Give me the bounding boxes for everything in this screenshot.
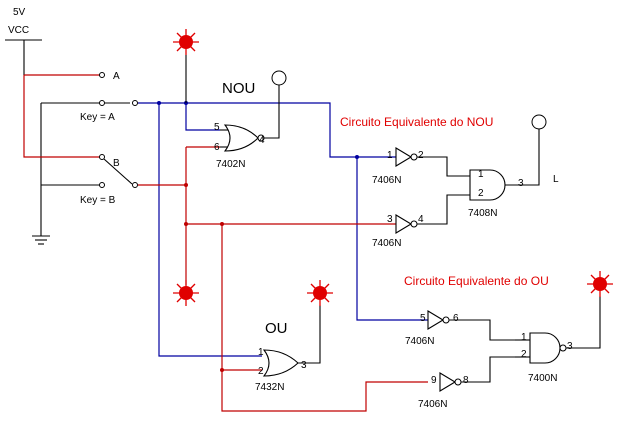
inverter-3: 5 6 7406N: [405, 310, 515, 347]
wires-signal-b: [138, 146, 428, 412]
inv4-pin-out: 8: [463, 375, 469, 386]
inv4-part: 7406N: [418, 399, 447, 410]
switch-b[interactable]: B Key = B: [23, 75, 138, 206]
vcc-name-label: VCC: [8, 25, 29, 36]
inverter-1: 1 2 7406N: [372, 147, 470, 186]
nand-pin-out: 3: [567, 341, 573, 352]
wires-signal-a: [138, 101, 428, 357]
nor-pin-out: 4: [259, 135, 265, 146]
inv1-pin-in: 1: [387, 150, 393, 161]
switch-b-key: Key = B: [80, 195, 116, 206]
inv2-part: 7406N: [372, 238, 401, 249]
heading-nou-equivalent: Circuito Equivalente do NOU: [340, 115, 493, 129]
inv4-pin-in: 9: [431, 375, 437, 386]
vcc-supply: 5V VCC: [5, 7, 42, 75]
inverter-2: 3 4 7406N: [372, 194, 470, 249]
or-pin-out: 3: [301, 360, 307, 371]
inv1-part: 7406N: [372, 175, 401, 186]
and-pin-in2: 2: [478, 188, 484, 199]
and-gate: 1 2 3 7408N L: [468, 169, 559, 219]
inv2-pin-out: 4: [418, 214, 424, 225]
nor-part: 7402N: [216, 159, 245, 170]
inv3-pin-out: 6: [453, 313, 459, 324]
switch-a-name: A: [113, 71, 120, 82]
ground-symbol: [32, 103, 50, 245]
nand-pin-in1: 1: [521, 332, 527, 343]
probe-off-nou-equiv: [531, 114, 547, 183]
and-pin-in1: 1: [478, 169, 484, 180]
inv2-pin-in: 3: [387, 214, 393, 225]
heading-ou: OU: [265, 320, 288, 337]
probe-led-b: [173, 280, 199, 306]
probe-led-or: [307, 280, 333, 362]
inv3-part: 7406N: [405, 336, 434, 347]
or-pin-in2: 2: [258, 366, 264, 377]
switch-a[interactable]: A Key = A: [24, 71, 138, 123]
output-label-l: L: [553, 174, 559, 185]
or-part: 7432N: [255, 382, 284, 393]
or-gate: 1 2 3 7432N: [255, 347, 321, 393]
or-pin-in1: 1: [258, 347, 264, 358]
inv1-pin-out: 2: [418, 150, 424, 161]
and-pin-out: 3: [518, 178, 524, 189]
nand-pin-in2: 2: [521, 349, 527, 360]
nor-gate: 5 6 4 7402N: [214, 122, 280, 170]
switch-b-name: B: [113, 158, 120, 169]
and-part: 7408N: [468, 208, 497, 219]
inverter-4: 9 8 7406N: [418, 356, 515, 410]
nand-part: 7400N: [528, 373, 557, 384]
nor-pin-in2: 6: [214, 142, 220, 153]
probe-off-nou: [271, 70, 287, 137]
heading-nou: NOU: [222, 80, 255, 97]
probe-led-a: [173, 29, 199, 103]
inv3-pin-in: 5: [420, 313, 426, 324]
vcc-voltage-label: 5V: [13, 7, 26, 18]
heading-ou-equivalent: Circuito Equivalente do OU: [404, 274, 549, 288]
probe-led-ou-equiv: [587, 271, 613, 345]
nor-pin-in1: 5: [214, 122, 220, 133]
switch-a-key: Key = A: [80, 112, 115, 123]
nand-gate: 1 2 3 7400N: [515, 332, 601, 384]
